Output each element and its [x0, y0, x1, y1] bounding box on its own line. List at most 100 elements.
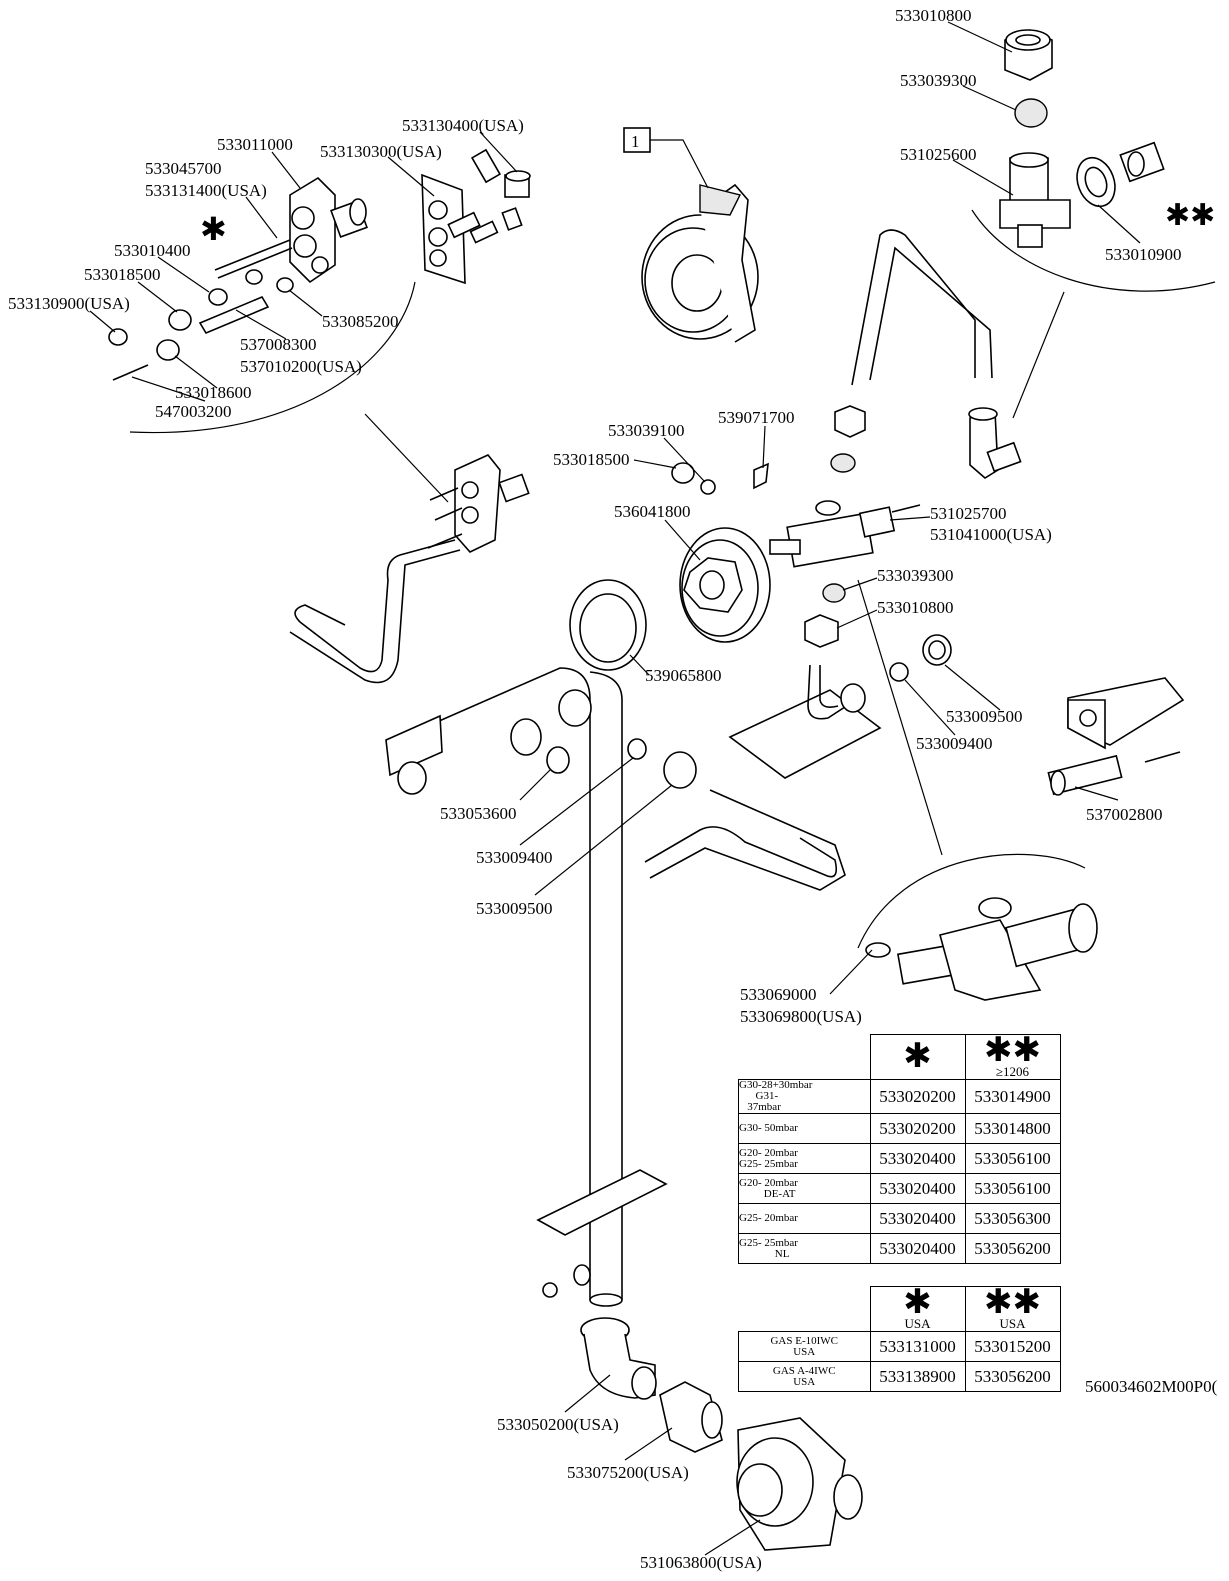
table-row: G25- 20mbar 533020400 533056300: [738, 1203, 1061, 1234]
pilot-tube-left: [294, 539, 456, 673]
label-533130900: 533130900(USA): [8, 294, 130, 313]
detail-connector-top-right: [1012, 291, 1065, 419]
parts-533130400: [470, 148, 531, 231]
label-533039300-mid: 533039300: [877, 566, 954, 585]
seal-533039300-top: [1014, 98, 1048, 128]
nut-533018600: [156, 339, 180, 361]
label-533009400-left: 533009400: [476, 848, 553, 867]
label-536041800: 536041800: [614, 502, 691, 521]
label-533018500-mid: 533018500: [553, 450, 630, 469]
star-marker-left: ✱: [200, 211, 227, 247]
label-533045700: 533045700: [145, 159, 222, 178]
label-533069800: 533069800(USA): [740, 1007, 862, 1026]
nut-533018500-left: [168, 309, 192, 331]
leader-lines: [89, 21, 1141, 1556]
detail-arc-bottom-right: [857, 853, 1086, 949]
label-533010800-mid: 533010800: [877, 598, 954, 617]
ring-539065800: [569, 579, 647, 671]
burner-head: [641, 183, 759, 343]
label-533009500-left: 533009500: [476, 899, 553, 918]
label-531025700: 531025700: [930, 504, 1007, 523]
table-eu-header-double-star: ✱✱≥1206: [964, 1034, 1061, 1080]
label-537002800: 537002800: [1086, 805, 1163, 824]
nut-533010800-top: [1004, 29, 1053, 81]
table-row: G30- 50mbar 533020200 533014800: [738, 1113, 1061, 1144]
label-533039300-top: 533039300: [900, 71, 977, 90]
label-537008300: 537008300: [240, 335, 317, 354]
label-533075200: 533075200(USA): [567, 1463, 689, 1482]
label-533069000: 533069000: [740, 985, 817, 1004]
bent-tube-top: [851, 229, 976, 386]
table-eu-header-star: ✱: [869, 1034, 966, 1080]
table-row: G20- 20mbar DE-AT 533020400 533056100: [738, 1173, 1061, 1204]
label-539071700: 539071700: [718, 408, 795, 427]
nut-and-seal-mid: [830, 405, 866, 473]
electrode-plate-533011000: [289, 176, 368, 284]
nut-533010800-mid: [804, 614, 839, 648]
label-533130300: 533130300(USA): [320, 142, 442, 161]
label-547003200: 547003200: [155, 402, 232, 421]
label-533009400-right: 533009400: [916, 734, 993, 753]
table-row: G25- 25mbar NL 533020400 533056200: [738, 1233, 1061, 1264]
drawing-number: 560034602M00P0(: [1085, 1377, 1218, 1396]
label-531063800: 531063800(USA): [640, 1553, 762, 1572]
fitting-top-right: [1119, 141, 1165, 183]
label-533050200: 533050200(USA): [497, 1415, 619, 1434]
label-533009500-right: 533009500: [946, 707, 1023, 726]
thermocouple-plate-533130300: [421, 173, 499, 285]
detail-connector-bottom-right: [857, 579, 943, 856]
nut-533010400: [208, 288, 228, 306]
main-gas-pipe: [385, 667, 697, 1307]
mounting-plate-mid: [728, 664, 882, 779]
enlarged-gas-tap-detail: [865, 897, 1098, 1001]
label-533085200: 533085200: [322, 312, 399, 331]
label-533131400: 533131400(USA): [145, 181, 267, 200]
rod-547003200: [112, 364, 149, 381]
parts-533039100-533018500: [671, 462, 716, 495]
ring-533010900: [1076, 156, 1116, 208]
adapter-533075200: [659, 1381, 723, 1453]
label-539065800: 539065800: [645, 666, 722, 685]
gas-tap-531025700: [769, 500, 921, 568]
rod-537008300: [198, 295, 270, 335]
label-533018500-left: 533018500: [84, 265, 161, 284]
detail-connector-left: [364, 413, 449, 503]
detail-arc-top-right: [971, 209, 1216, 292]
valve-531025600: [999, 152, 1071, 248]
label-533011000: 533011000: [217, 135, 293, 154]
label-537010200: 537010200(USA): [240, 357, 362, 376]
label-533010400: 533010400: [114, 241, 191, 260]
label-531041000: 531041000(USA): [930, 525, 1052, 544]
fitting-533130900: [108, 328, 128, 346]
washer-533085200: [276, 277, 294, 293]
label-531025600: 531025600: [900, 145, 977, 164]
knob-536041800: [679, 527, 771, 643]
part-labels: 533010800 533039300 531025600 533010900 …: [8, 6, 1218, 1572]
callout-box-1: [623, 127, 651, 153]
cover-and-thermocouple-537002800: [1047, 677, 1185, 796]
table-usa-header-double-star: ✱✱USA: [964, 1286, 1061, 1332]
label-533039100: 533039100: [608, 421, 685, 440]
callout-1-label: 1: [631, 132, 640, 151]
tube-u-shape: [644, 826, 838, 878]
rod-533045700: [214, 239, 291, 271]
label-533130400: 533130400(USA): [402, 116, 524, 135]
double-star-marker-top: ✱✱: [1165, 199, 1215, 232]
clip-539071700: [753, 462, 769, 490]
label-533010900: 533010900: [1105, 245, 1182, 264]
electrode-assembly: [427, 454, 530, 553]
label-533053600: 533053600: [440, 804, 517, 823]
elbow-fitting-mid-right: [968, 407, 1022, 479]
washers-533009400-533009500-right: [889, 634, 952, 682]
injector-table-eu: ✱ ✱✱≥1206 G30-28+30mbar G31- 37mbar 5330…: [738, 1034, 1061, 1264]
detail-arc-left: [129, 281, 416, 434]
label-533018600: 533018600: [175, 383, 252, 402]
table-usa-header-star: ✱USA: [869, 1286, 966, 1332]
seal-533039300-mid: [822, 583, 846, 603]
elbow-533050200: [580, 1317, 657, 1400]
